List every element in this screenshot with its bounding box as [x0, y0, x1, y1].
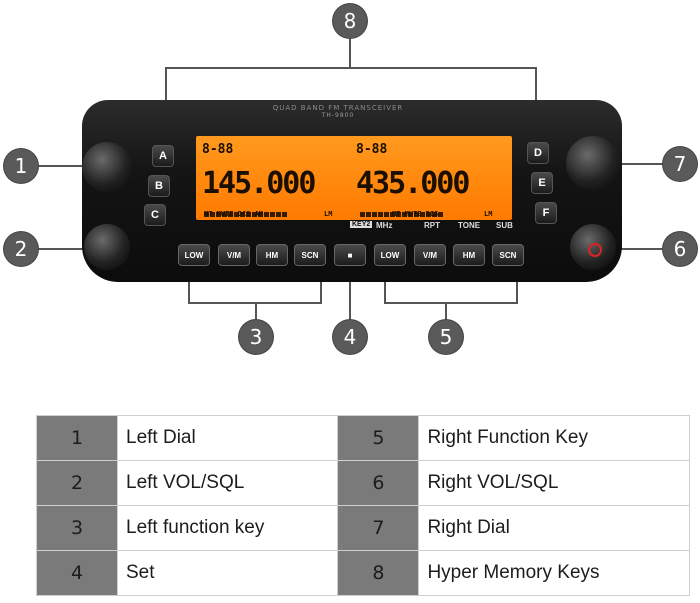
model-label: TH-9800: [321, 112, 355, 119]
legend-number: 2: [36, 460, 118, 506]
right-scn-key[interactable]: SCN: [492, 244, 524, 266]
legend-row: 1 Left Dial 5 Right Function Key: [36, 415, 690, 461]
left-vol-sql-knob[interactable]: [84, 224, 130, 270]
leader-8-stem: [349, 37, 351, 67]
leader-2: [36, 248, 88, 250]
lcd-small-left: 8-88: [202, 142, 234, 157]
label-rpt: RPT: [424, 221, 440, 230]
label-mhz: MHz: [376, 221, 393, 230]
leader-8-left: [165, 67, 167, 123]
power-icon: [588, 243, 602, 257]
legend-number: 6: [337, 460, 420, 506]
legend-label: Left Dial: [116, 415, 339, 461]
lcd-indicators-left: MT MUTE DCS AM: [204, 210, 264, 218]
legend-number: 3: [36, 505, 118, 551]
legend-label: Left function key: [116, 505, 339, 551]
hyper-memory-key-f[interactable]: F: [535, 202, 557, 224]
right-dial-knob[interactable]: [566, 136, 620, 190]
leader-8-bar: [165, 67, 537, 69]
right-vm-key[interactable]: V/M: [414, 244, 446, 266]
legend-label: Right Function Key: [418, 415, 690, 461]
leader-3-l: [188, 266, 190, 303]
hyper-memory-key-e[interactable]: E: [531, 172, 553, 194]
lcd-display: 8-88 8-88 145.000 435.000 MT MUTE DCS AM…: [196, 136, 512, 220]
callout-2: 2: [4, 232, 38, 266]
brand-label: QUAD BAND FM TRANSCEIVER TH-9800: [233, 104, 443, 122]
leader-5-l: [384, 266, 386, 303]
legend-number: 8: [337, 550, 420, 596]
hyper-memory-key-b[interactable]: B: [148, 175, 170, 197]
lcd-signal-bars-left: [204, 204, 288, 217]
leader-5-bar: [384, 302, 518, 304]
legend-row: 3 Left function key 7 Right Dial: [36, 505, 690, 551]
lcd-small-right: 8-88: [356, 142, 388, 157]
leader-1: [36, 165, 92, 167]
legend-label: Right Dial: [418, 505, 690, 551]
legend-number: 5: [337, 415, 420, 461]
lcd-right-frequency: 435.000: [356, 166, 470, 201]
leader-4-stem: [349, 268, 351, 322]
left-scn-key[interactable]: SCN: [294, 244, 326, 266]
hyper-memory-key-d[interactable]: D: [527, 142, 549, 164]
legend-label: Left VOL/SQL: [116, 460, 339, 506]
hyper-memory-key-a[interactable]: A: [152, 145, 174, 167]
leader-8-right: [535, 67, 537, 123]
label-sub: SUB: [496, 221, 513, 230]
left-dial-knob[interactable]: [82, 142, 132, 192]
set-key[interactable]: ■: [334, 244, 366, 266]
callout-6: 6: [663, 232, 697, 266]
callout-7: 7: [663, 147, 697, 181]
callout-5: 5: [429, 320, 463, 354]
lcd-indicators-right: MT MUTE DCS: [392, 210, 439, 218]
label-tone: TONE: [458, 221, 481, 230]
legend-label: Set: [116, 550, 339, 596]
callout-8: 8: [333, 4, 367, 38]
legend-row: 2 Left VOL/SQL 6 Right VOL/SQL: [36, 460, 690, 506]
leader-7: [612, 163, 670, 165]
legend-label: Right VOL/SQL: [418, 460, 690, 506]
legend-number: 4: [36, 550, 118, 596]
lcd-left-frequency: 145.000: [202, 166, 316, 201]
legend-number: 7: [337, 505, 420, 551]
left-hm-key[interactable]: HM: [256, 244, 288, 266]
leader-6: [612, 248, 670, 250]
callout-3: 3: [239, 320, 273, 354]
key2-label: KEY2: [350, 221, 373, 228]
lcd-signal-bars-right: [360, 204, 444, 217]
legend-table: 1 Left Dial 5 Right Function Key 2 Left …: [36, 415, 690, 596]
legend-label: Hyper Memory Keys: [418, 550, 690, 596]
right-low-key[interactable]: LOW: [374, 244, 406, 266]
callout-4: 4: [333, 320, 367, 354]
legend-row: 4 Set 8 Hyper Memory Keys: [36, 550, 690, 596]
legend-number: 1: [36, 415, 118, 461]
right-hm-key[interactable]: HM: [453, 244, 485, 266]
leader-5-r: [516, 266, 518, 303]
leader-3-r: [320, 266, 322, 303]
leader-5-stem: [445, 302, 447, 322]
lcd-lm-left: LM: [324, 210, 333, 218]
left-low-key[interactable]: LOW: [178, 244, 210, 266]
leader-3-stem: [255, 302, 257, 322]
hyper-memory-key-c[interactable]: C: [144, 204, 166, 226]
left-vm-key[interactable]: V/M: [218, 244, 250, 266]
lcd-lm-right: LM: [484, 210, 493, 218]
callout-1: 1: [4, 149, 38, 183]
